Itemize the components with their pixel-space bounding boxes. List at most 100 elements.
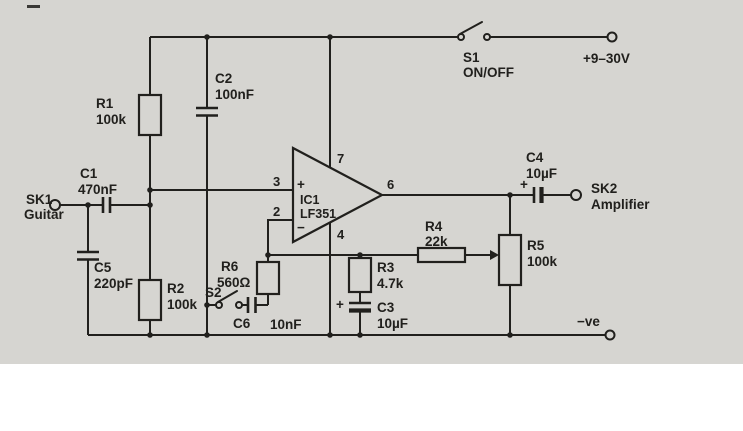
resistor-symbol [497, 233, 523, 287]
junction [327, 34, 333, 40]
paper-background [0, 0, 743, 364]
wires [60, 36, 607, 336]
pin6-label: 6 [387, 177, 394, 192]
pin7-label: 7 [337, 151, 344, 166]
capacitor-symbol [246, 297, 257, 313]
c5-ref-label: C5 [94, 260, 112, 275]
c1-value-label: 470nF [78, 182, 117, 197]
switch-contact-icon [483, 33, 491, 41]
junction-dots [85, 34, 513, 338]
capacitor-symbol [101, 197, 112, 213]
c4-polarity-sign: + [520, 177, 528, 192]
capacitor-c6: C6 10nF [233, 297, 302, 332]
junction [147, 332, 153, 338]
resistor-r6: R6 560Ω [217, 259, 281, 296]
switch-lever-icon [217, 290, 238, 303]
capacitor-symbol [196, 106, 218, 117]
ic1-part-label: LF351 [300, 207, 336, 221]
r1-ref-label: R1 [96, 96, 114, 111]
switch-lever-icon [459, 21, 483, 35]
capacitor-c3: + C3 10µF [336, 297, 408, 331]
junction [357, 252, 363, 258]
r5-ref-label: R5 [527, 238, 545, 253]
c5-value-label: 220pF [94, 276, 133, 291]
junction [507, 192, 513, 198]
capacitor-c5: C5 220pF [77, 250, 133, 291]
negative-rail-label: −ve [577, 314, 600, 329]
r1-value-label: 100k [96, 112, 127, 127]
capacitor-symbol [77, 250, 99, 261]
c3-ref-label: C3 [377, 300, 395, 315]
sk2-name-label: Amplifier [591, 197, 650, 212]
switch-contact-icon [235, 301, 243, 309]
junction [85, 202, 91, 208]
terminal-icon [606, 31, 618, 43]
junction [204, 34, 210, 40]
r5-value-label: 100k [527, 254, 558, 269]
inverting-minus-sign: − [297, 220, 305, 235]
sk1-name-label: Guitar [24, 207, 65, 222]
c2-ref-label: C2 [215, 71, 232, 86]
s2-ref-label: S2 [205, 285, 222, 300]
socket-sk1: SK1 Guitar [24, 192, 65, 222]
pin3-label: 3 [273, 174, 280, 189]
junction [147, 202, 153, 208]
capacitor-c2: C2 100nF [196, 71, 254, 117]
c3-value-label: 10µF [377, 316, 408, 331]
capacitor-c4: + C4 10µF [520, 150, 557, 203]
socket-sk2: SK2 Amplifier [570, 181, 650, 212]
junction [357, 332, 363, 338]
junction [204, 332, 210, 338]
r4-value-label: 22k [425, 234, 448, 249]
r2-value-label: 100k [167, 297, 198, 312]
junction [265, 252, 271, 258]
switch-s2: S2 [205, 285, 243, 309]
c6-ref-label: C6 [233, 316, 251, 331]
sk1-ref-label: SK1 [26, 192, 53, 207]
terminal-negative: −ve [577, 314, 616, 341]
junction [204, 302, 210, 308]
r3-ref-label: R3 [377, 260, 395, 275]
r3-value-label: 4.7k [377, 276, 404, 291]
sk2-ref-label: SK2 [591, 181, 617, 196]
opamp-ic1: + − IC1 LF351 3 2 7 4 6 [273, 146, 394, 244]
scan-artifact [27, 5, 40, 8]
c4-ref-label: C4 [526, 150, 544, 165]
resistor-r1: R1 100k [96, 93, 163, 137]
resistor-r3: R3 4.7k [347, 256, 404, 294]
s1-name-label: ON/OFF [463, 65, 514, 80]
pin2-label: 2 [273, 204, 280, 219]
capacitor-c1: C1 470nF [78, 166, 117, 213]
resistor-symbol [347, 256, 373, 294]
supply-voltage-label: +9–30V [583, 51, 630, 66]
c6-value-label: 10nF [270, 317, 302, 332]
r2-ref-label: R2 [167, 281, 184, 296]
c3-polarity-sign: + [336, 297, 344, 312]
r6-ref-label: R6 [221, 259, 239, 274]
opamp-triangle-icon [291, 146, 385, 244]
c4-value-label: 10µF [526, 166, 557, 181]
resistor-symbol [137, 93, 163, 137]
switch-contact-icon [215, 301, 223, 309]
wire-pin2-jog [267, 219, 293, 255]
resistor-symbol [255, 260, 281, 296]
junction [507, 332, 513, 338]
c1-ref-label: C1 [80, 166, 98, 181]
jack-socket-icon [49, 199, 61, 211]
pin4-label: 4 [337, 227, 345, 242]
noninverting-plus-sign: + [297, 177, 305, 192]
terminal-positive: +9–30V [583, 31, 630, 66]
r4-ref-label: R4 [425, 219, 443, 234]
jack-socket-icon [570, 189, 582, 201]
junction [327, 332, 333, 338]
resistor-symbol [416, 246, 467, 264]
r6-value-label: 560Ω [217, 275, 251, 290]
resistor-r4: R4 22k [416, 219, 467, 264]
resistor-r2: R2 100k [137, 278, 198, 322]
wiper-arrow-icon [490, 250, 499, 260]
switch-s1: S1 ON/OFF [457, 21, 514, 80]
s1-ref-label: S1 [463, 50, 480, 65]
junction [147, 187, 153, 193]
